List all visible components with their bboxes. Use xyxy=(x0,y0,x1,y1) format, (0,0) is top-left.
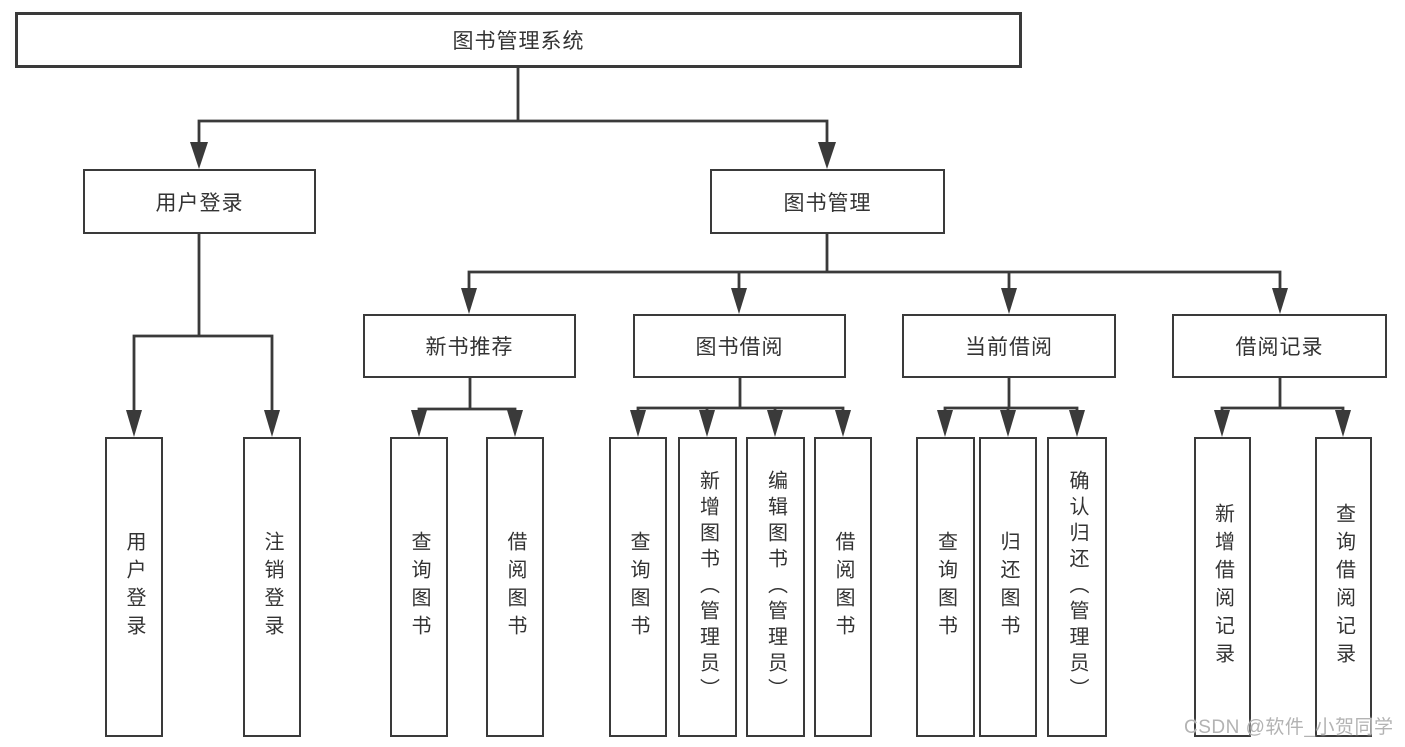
leaf-logout: 注销登录 xyxy=(243,437,301,737)
leaf-user-login: 用户登录 xyxy=(105,437,163,737)
node-borrow-records: 借阅记录 xyxy=(1172,314,1387,378)
leaf-borrow-add-book-admin: 新增图书（管理员） xyxy=(678,437,737,737)
leaf-records-add-record: 新增借阅记录 xyxy=(1194,437,1251,737)
leaf-borrow-borrow-book: 借阅图书 xyxy=(814,437,872,737)
node-user-login: 用户登录 xyxy=(83,169,316,234)
node-new-book-recommend: 新书推荐 xyxy=(363,314,576,378)
leaf-recommend-borrow-book: 借阅图书 xyxy=(486,437,544,737)
leaf-borrow-edit-book-admin: 编辑图书（管理员） xyxy=(746,437,805,737)
node-book-borrow: 图书借阅 xyxy=(633,314,846,378)
node-current-borrow: 当前借阅 xyxy=(902,314,1116,378)
leaf-records-query-record: 查询借阅记录 xyxy=(1315,437,1372,737)
leaf-current-return-book: 归还图书 xyxy=(979,437,1037,737)
leaf-current-query-book: 查询图书 xyxy=(916,437,975,737)
leaf-recommend-query-book: 查询图书 xyxy=(390,437,448,737)
leaf-current-confirm-return-admin: 确认归还（管理员） xyxy=(1047,437,1107,737)
watermark: CSDN @软件_小贺同学 xyxy=(1184,717,1394,738)
node-book-management: 图书管理 xyxy=(710,169,945,234)
node-root: 图书管理系统 xyxy=(15,12,1022,68)
leaf-borrow-query-book: 查询图书 xyxy=(609,437,667,737)
